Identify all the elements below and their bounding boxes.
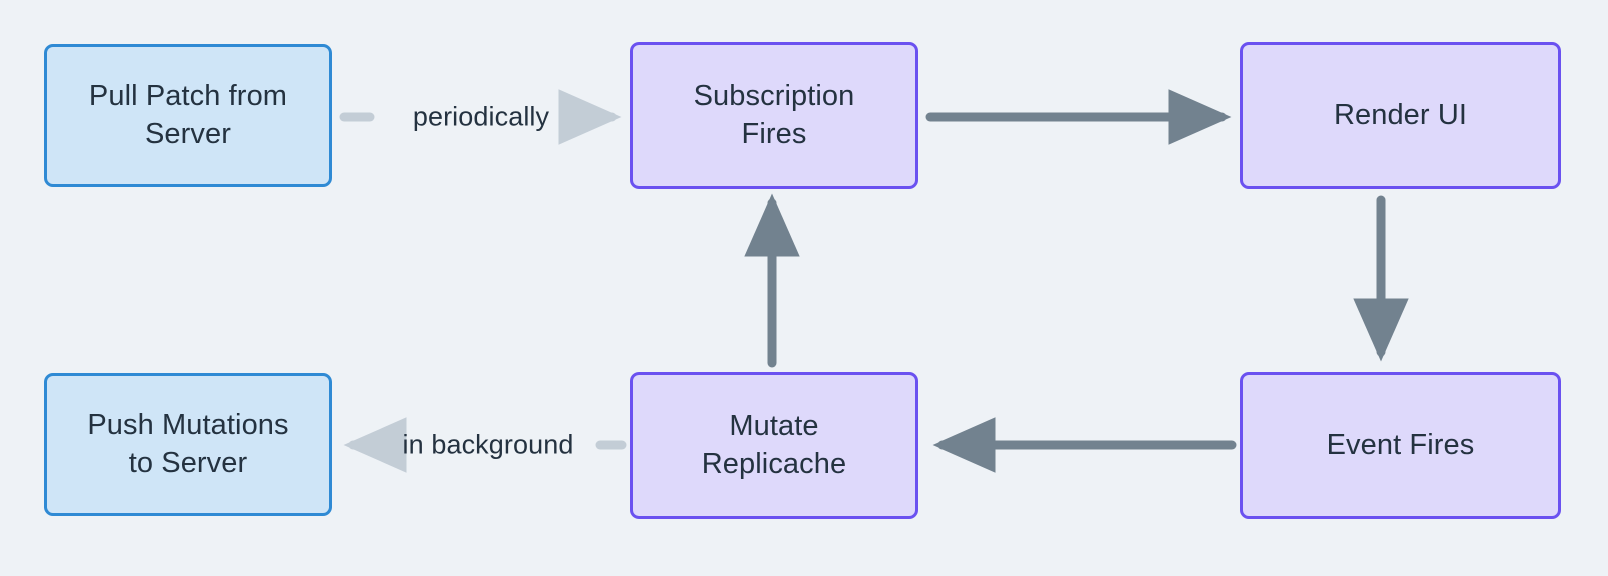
- node-push-mutations-to-server[interactable]: Push Mutations to Server: [44, 373, 332, 516]
- edge-label-periodically: periodically: [412, 101, 550, 132]
- node-subscription-fires[interactable]: Subscription Fires: [630, 42, 918, 189]
- node-event-fires[interactable]: Event Fires: [1240, 372, 1561, 519]
- edge-label-in-background: in background: [402, 429, 574, 460]
- node-pull-patch-from-server[interactable]: Pull Patch from Server: [44, 44, 332, 187]
- node-mutate-replicache[interactable]: Mutate Replicache: [630, 372, 918, 519]
- node-render-ui[interactable]: Render UI: [1240, 42, 1561, 189]
